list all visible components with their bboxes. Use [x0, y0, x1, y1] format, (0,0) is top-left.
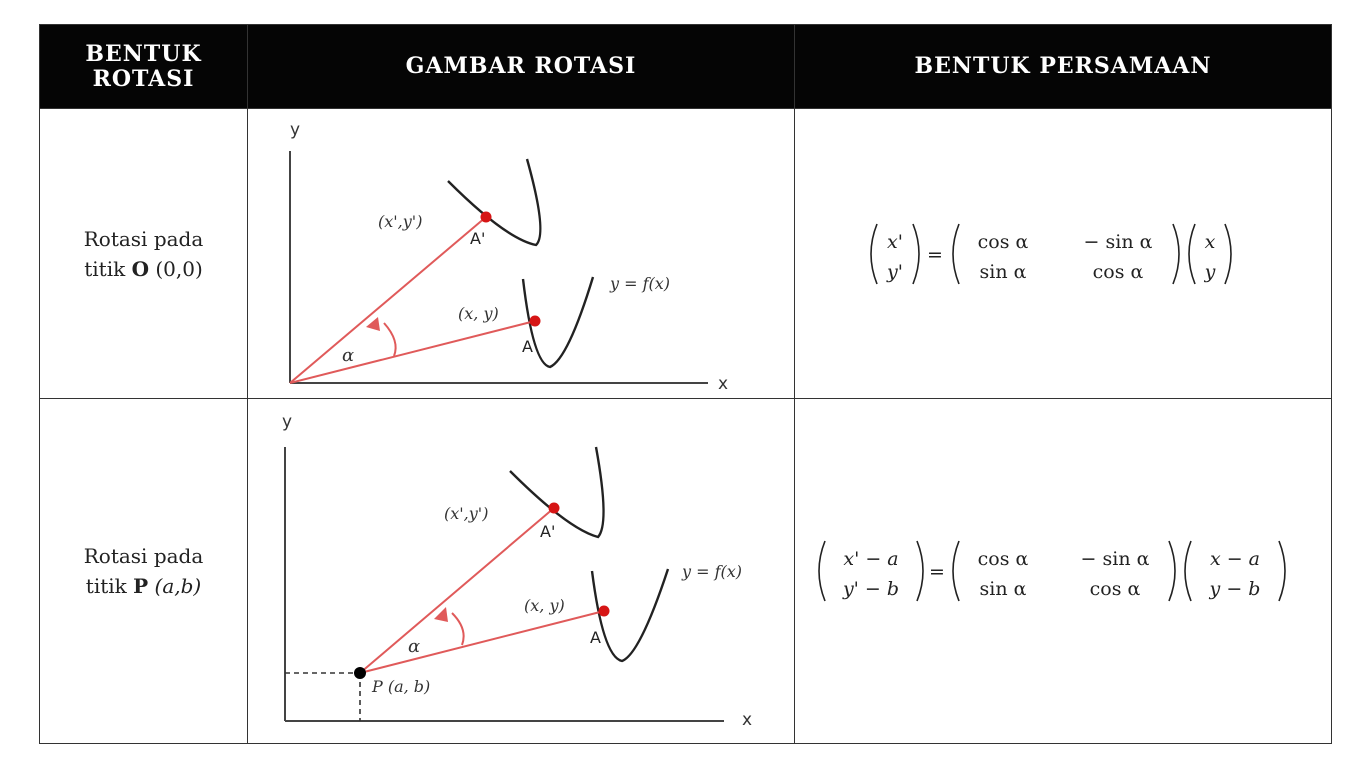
rotated-curve: [447, 158, 542, 247]
point-a-prime-label: A': [540, 522, 555, 541]
point-a: [529, 315, 541, 327]
point-p: [354, 667, 366, 679]
point-a-label: A: [590, 628, 601, 647]
row1-rotation-figure: y x α (x',y') A' (x, y) A y = f(x): [289, 120, 728, 394]
ray-to-a: [289, 320, 536, 384]
point-a-prime: [480, 211, 492, 223]
point-a: [598, 605, 610, 617]
curve-label: y = f(x): [609, 274, 670, 293]
rotation-table: BENTUK ROTASI GAMBAR ROTASI BENTUK PERSA…: [39, 24, 1332, 744]
equals-sign: =: [929, 561, 945, 583]
point-a-label: A: [522, 337, 533, 356]
point-a-coords: (x, y): [524, 596, 565, 615]
angle-arc: [383, 322, 397, 357]
angle-arc: [451, 612, 465, 646]
rotated-curve: [509, 446, 605, 539]
ray-to-a-prime: [289, 216, 487, 384]
row1-equation-cell: x' y' = cos α sin α − sin α cos α x y: [794, 108, 1332, 399]
angle-arrow-icon: [366, 317, 380, 331]
m11: cos α: [978, 231, 1029, 253]
row2-figure-cell: y x α (x',y') A': [247, 398, 795, 744]
lhs-bottom: y': [886, 261, 903, 283]
row2-equation-cell: x' − a y' − b = cos α sin α − sin α cos …: [794, 398, 1332, 744]
row1-label: Rotasi pada titik O (0,0): [39, 108, 248, 399]
rhs-bottom: y − b: [1209, 578, 1261, 600]
lhs-top: x' − a: [843, 548, 898, 570]
angle-arrow-icon: [434, 607, 448, 622]
equals-sign: =: [927, 244, 943, 266]
original-curve: [590, 568, 670, 663]
header-gambar-rotasi: GAMBAR ROTASI: [247, 24, 795, 109]
x-axis-label: x: [718, 374, 728, 394]
point-a-coords: (x, y): [458, 304, 499, 323]
header-bentuk-rotasi: BENTUK ROTASI: [39, 24, 248, 109]
point-a-prime-coords: (x',y'): [378, 212, 422, 231]
m22: cos α: [1093, 261, 1144, 283]
lhs-top: x': [887, 231, 903, 253]
m11: cos α: [978, 548, 1029, 570]
m21: sin α: [980, 261, 1027, 283]
lhs-bottom: y' − b: [842, 578, 899, 600]
row1-figure-cell: y x α (x',y') A' (x, y) A y = f(x): [247, 108, 795, 399]
point-a-prime-label: A': [470, 229, 485, 248]
point-a-prime: [548, 502, 560, 514]
rhs-top: x − a: [1210, 548, 1260, 570]
m22: cos α: [1090, 578, 1141, 600]
row-rotation-origin: Rotasi pada titik O (0,0) y x α: [39, 108, 1332, 399]
y-axis-label: y: [282, 412, 292, 432]
angle-label: α: [342, 345, 354, 366]
row1-equation: x' y' = cos α sin α − sin α cos α x y: [870, 223, 1232, 284]
row2-rotation-figure: y x α (x',y') A': [282, 412, 752, 730]
y-axis-label: y: [290, 120, 300, 140]
header-bentuk-persamaan: BENTUK PERSAMAAN: [794, 24, 1332, 109]
m12: − sin α: [1084, 231, 1153, 253]
ray-to-a: [359, 610, 605, 674]
row2-equation: x' − a y' − b = cos α sin α − sin α cos …: [818, 540, 1286, 602]
angle-label: α: [408, 636, 420, 657]
row2-label: Rotasi pada titik P (a,b): [39, 398, 248, 744]
ray-to-a-prime: [359, 507, 555, 674]
point-p-label: P (a, b): [371, 677, 430, 696]
header-row: BENTUK ROTASI GAMBAR ROTASI BENTUK PERSA…: [39, 24, 1332, 109]
row-rotation-point-p: Rotasi pada titik P (a,b) y x: [39, 398, 1332, 744]
m21: sin α: [980, 578, 1027, 600]
original-curve: [521, 276, 595, 369]
curve-label: y = f(x): [681, 562, 742, 581]
point-a-prime-coords: (x',y'): [444, 504, 488, 523]
x-axis-label: x: [742, 710, 752, 730]
rhs-top: x: [1205, 231, 1216, 253]
rhs-bottom: y: [1204, 261, 1216, 283]
m12: − sin α: [1081, 548, 1150, 570]
